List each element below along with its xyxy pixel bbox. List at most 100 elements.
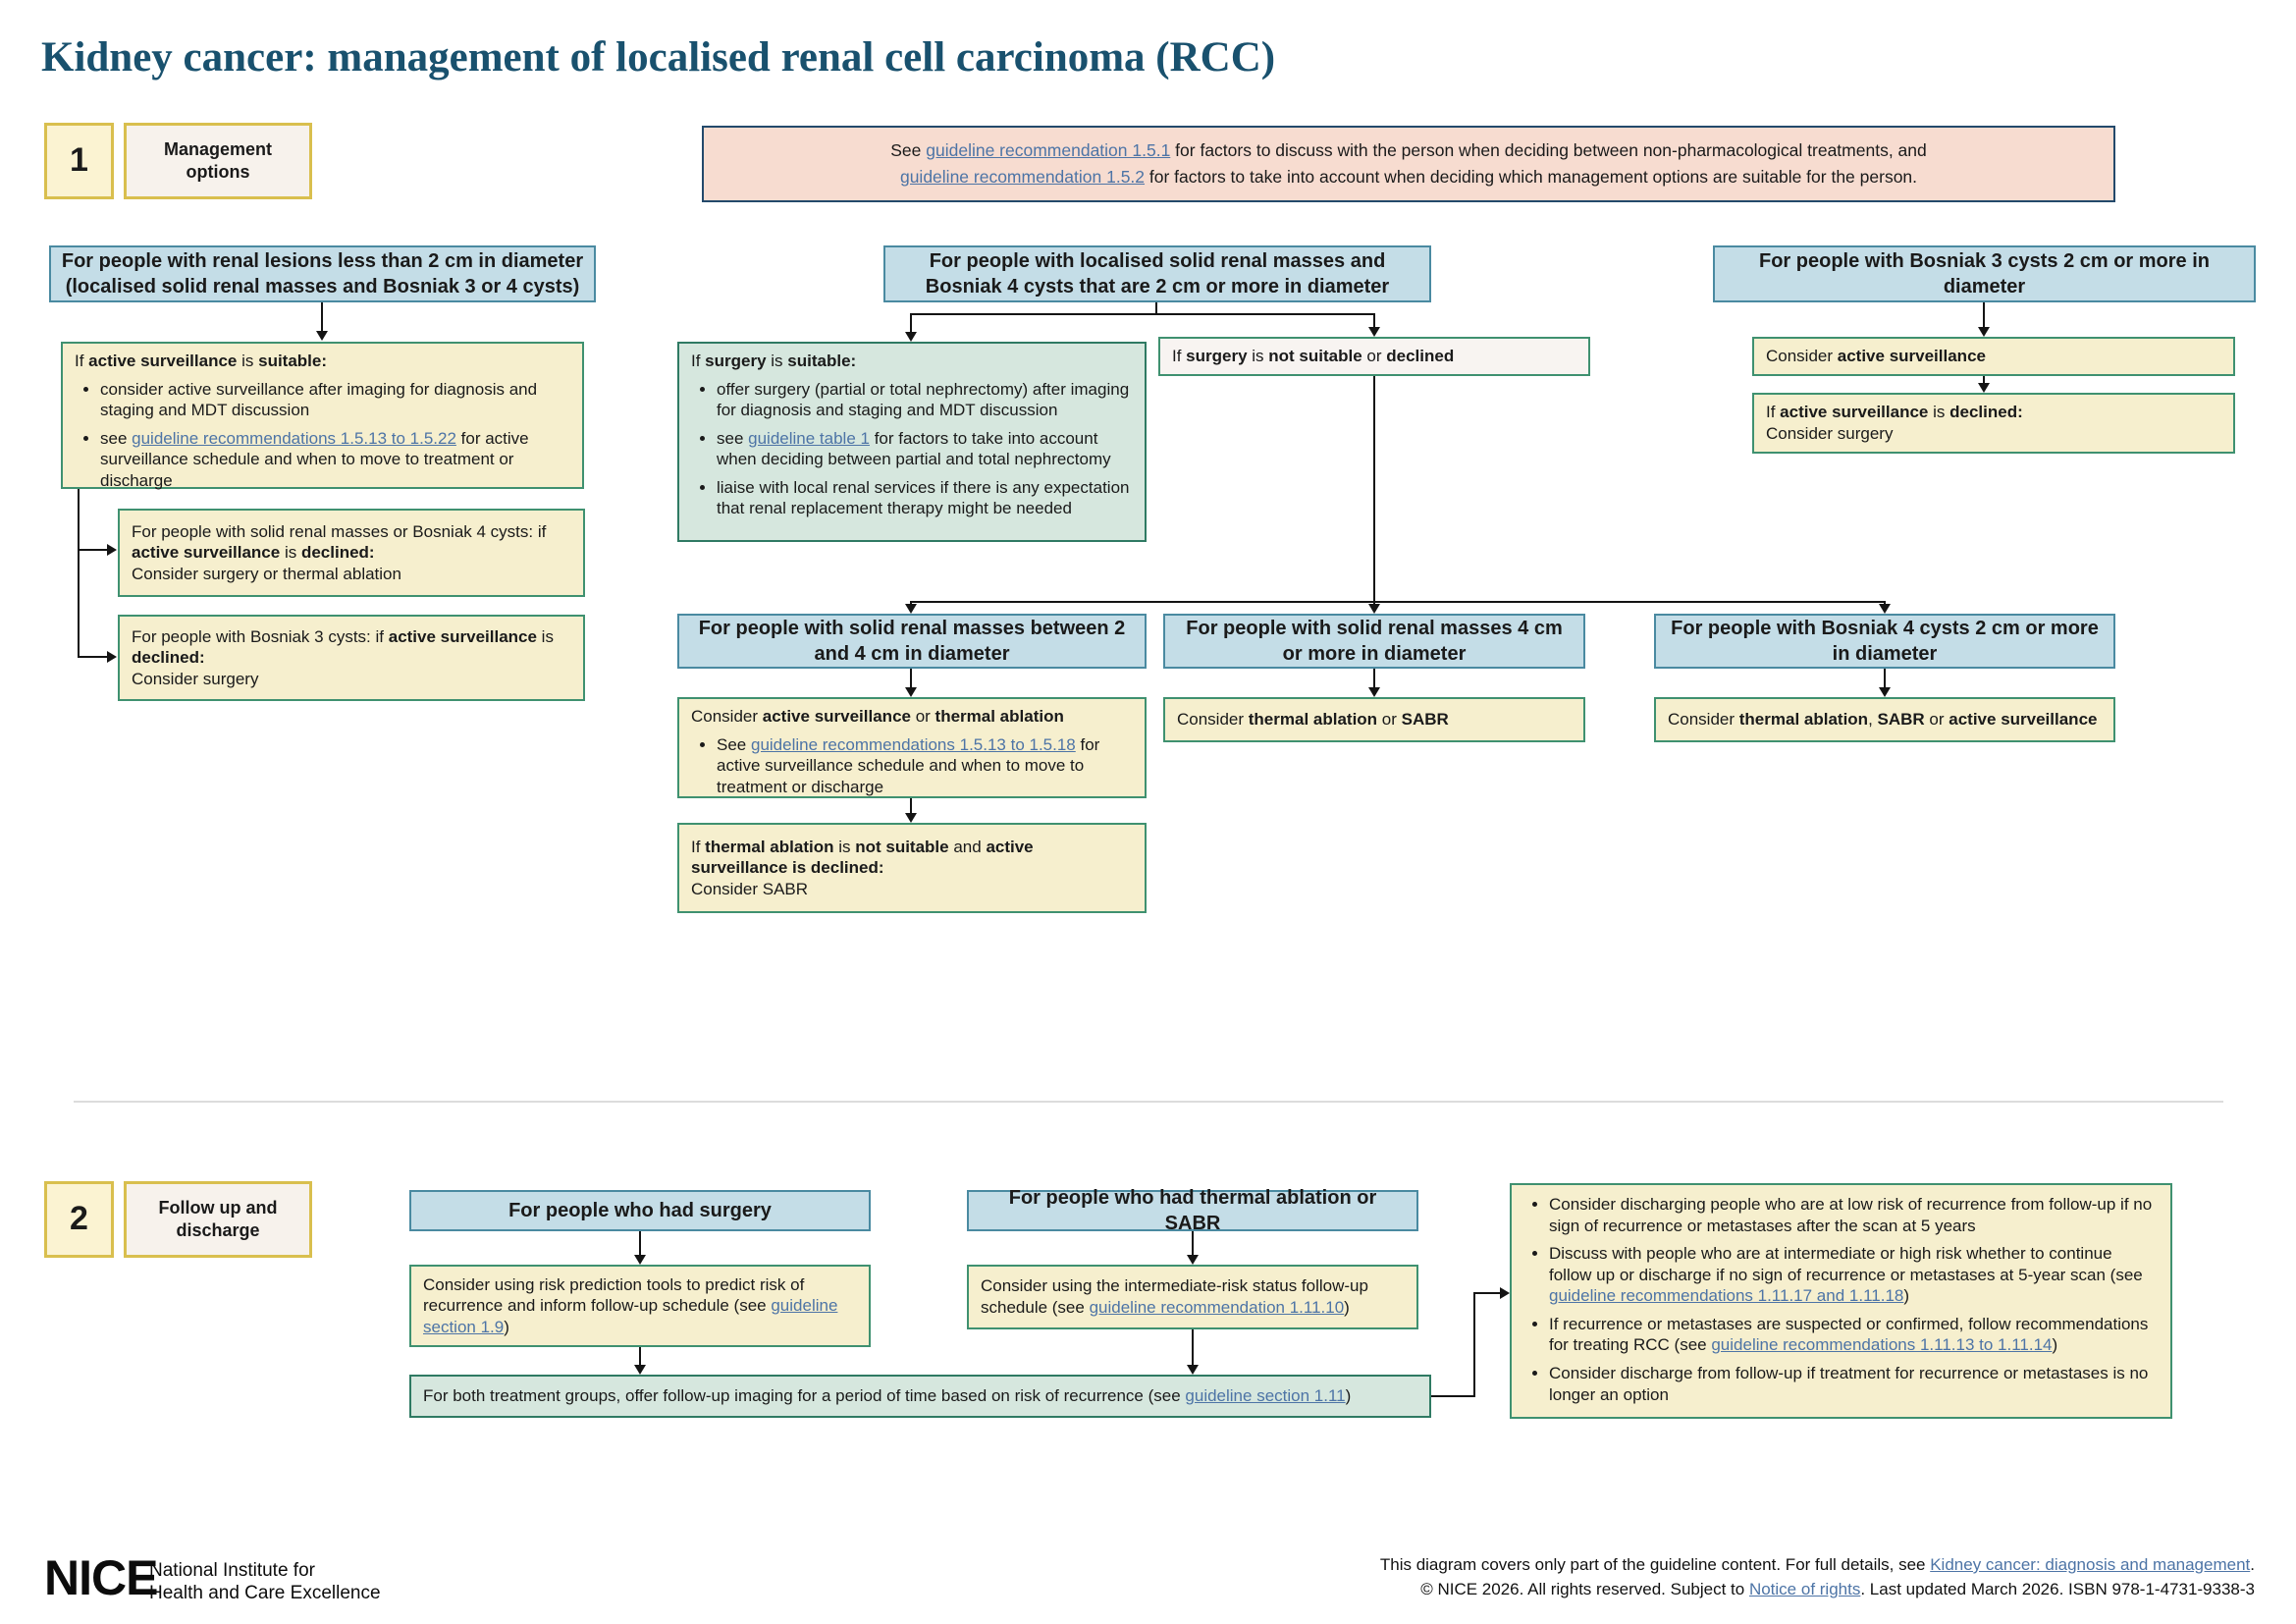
text-run: is	[766, 352, 788, 370]
text-run: not suitable	[1268, 347, 1362, 366]
flow-line	[321, 302, 323, 332]
header-had-ablation-or-sabr: For people who had thermal ablation or S…	[967, 1187, 1418, 1234]
box-title: If surgery is suitable:	[691, 351, 1133, 372]
box-body: Consider using risk prediction tools to …	[423, 1274, 857, 1338]
flow-line	[1373, 601, 1375, 605]
box-body: Consider thermal ablation or SABR	[1177, 709, 1572, 731]
box-body: Consider surgery	[1766, 424, 1894, 443]
flow-line	[1473, 1292, 1475, 1397]
bullet-item: offer surgery (partial or total nephrect…	[717, 379, 1133, 421]
box-as-declined-bosniak3: For people with Bosniak 3 cysts: if acti…	[118, 615, 585, 701]
text-run: thermal ablation	[1738, 710, 1869, 730]
guideline-link[interactable]: guideline recommendations 1.5.13 to 1.5.…	[750, 734, 1076, 754]
bullet-item: see guideline table 1 for factors to tak…	[717, 428, 1133, 470]
box-title: For people with Bosniak 3 cysts: if acti…	[132, 626, 571, 669]
arrowhead-right	[1500, 1287, 1510, 1299]
guideline-link[interactable]: Notice of rights	[1748, 1579, 1861, 1598]
text-run: .	[2250, 1555, 2255, 1574]
box-title: If thermal ablation is not suitable and …	[691, 837, 1133, 879]
section-2-label: Follow up and discharge	[124, 1181, 312, 1258]
text-run: is	[1928, 403, 1950, 422]
arrowhead-down	[1368, 687, 1380, 697]
text-run: suitable:	[258, 352, 328, 370]
flow-line	[1473, 1292, 1500, 1294]
text-run: For people with solid renal masses or Bo…	[132, 521, 547, 541]
flow-line	[1431, 1395, 1475, 1397]
flow-line	[639, 1347, 641, 1365]
flow-line	[78, 489, 80, 658]
guideline-link[interactable]: guideline recommendation 1.11.10	[1089, 1298, 1345, 1317]
flow-line	[910, 601, 912, 605]
arrowhead-down	[1187, 1255, 1199, 1265]
text-run: Consider	[1177, 710, 1249, 730]
header-solid-masses-ge2cm: For people with localised solid renal ma…	[883, 245, 1431, 302]
text-run: Discuss with people who are at intermedi…	[1549, 1244, 2143, 1284]
section-2-badge: 2	[44, 1181, 114, 1258]
flow-line	[78, 656, 107, 658]
bullet-item: Consider discharge from follow-up if tre…	[1549, 1363, 2159, 1405]
arrowhead-down	[1879, 604, 1891, 614]
footer-legal: This diagram covers only part of the gui…	[1380, 1553, 2255, 1601]
guideline-link[interactable]: guideline recommendations 1.11.13 to 1.1…	[1711, 1335, 2053, 1355]
text-run: surgery	[1186, 347, 1248, 366]
nice-tagline-line2: Health and Care Excellence	[149, 1582, 381, 1603]
flow-line	[1373, 313, 1375, 328]
text-run: active surveillance is declined:	[691, 837, 1034, 878]
guideline-link[interactable]: guideline recommendation 1.5.2	[899, 167, 1146, 187]
box-consider-active-surveillance: Consider active surveillance	[1752, 337, 2235, 376]
arrowhead-down	[905, 813, 917, 823]
box-body: Consider surgery	[132, 669, 259, 688]
text-run: liaise with local renal services if ther…	[717, 477, 1130, 518]
text-run: is	[237, 352, 259, 370]
text-run: For both treatment groups, offer follow-…	[423, 1386, 1186, 1406]
header-bosniak4-ge2cm: For people with Bosniak 4 cysts 2 cm or …	[1654, 614, 2115, 669]
text-run: )	[1345, 1386, 1352, 1406]
box-discharge-guidance: Consider discharging people who are at l…	[1510, 1183, 2172, 1419]
text-run: suitable:	[787, 352, 857, 370]
flow-line	[1884, 669, 1886, 687]
text-run: © NICE 2026. All rights reserved. Subjec…	[1420, 1579, 1749, 1598]
text-run: Consider	[1668, 710, 1739, 730]
guideline-link[interactable]: guideline recommendations 1.11.17 and 1.…	[1549, 1286, 1904, 1306]
arrowhead-down	[1187, 1365, 1199, 1375]
flow-line	[1983, 302, 1985, 327]
text-run: )	[504, 1317, 509, 1336]
guideline-link[interactable]: guideline table 1	[748, 428, 870, 448]
section-1-label: Management options	[124, 123, 312, 199]
box-consider-ablation-sabr-as: Consider thermal ablation, SABR or activ…	[1654, 697, 2115, 742]
page-title: Kidney cancer: management of localised r…	[41, 34, 1276, 81]
text-run: active surveillance	[762, 707, 911, 726]
text-run: or	[1362, 347, 1387, 366]
arrowhead-down	[905, 687, 917, 697]
bullet-list: See guideline recommendations 1.5.13 to …	[691, 734, 1133, 798]
flow-line	[1983, 376, 1985, 383]
bullet-item: Consider discharging people who are at l…	[1549, 1194, 2159, 1236]
box-intermediate-risk-schedule: Consider using the intermediate-risk sta…	[967, 1265, 1418, 1329]
guideline-link[interactable]: Kidney cancer: diagnosis and management	[1930, 1555, 2251, 1574]
box-title: Consider active surveillance or thermal …	[691, 706, 1133, 728]
text-run: active surveillance	[88, 352, 238, 370]
box-as-declined-solid-or-bosniak4: For people with solid renal masses or Bo…	[118, 509, 585, 597]
text-run: active surveillance	[1837, 347, 1986, 366]
header-bosniak3-ge2cm: For people with Bosniak 3 cysts 2 cm or …	[1713, 245, 2256, 302]
box-consider-as-or-ablation: Consider active surveillance or thermal …	[677, 697, 1147, 798]
footer-copyright: © NICE 2026. All rights reserved. Subjec…	[1380, 1578, 2255, 1602]
guideline-link[interactable]: guideline recommendations 1.5.13 to 1.5.…	[132, 428, 456, 448]
text-run: for factors to take into account when de…	[1145, 167, 1918, 187]
text-run: See	[717, 734, 751, 754]
text-run: See	[890, 139, 927, 160]
text-run: for active surveillance schedule and whe…	[100, 428, 529, 490]
guideline-link[interactable]: guideline section 1.9	[423, 1296, 838, 1336]
box-title: If active surveillance is declined:	[1766, 402, 2221, 423]
bullet-list: consider active surveillance after imagi…	[75, 379, 570, 492]
text-run: not suitable	[855, 837, 949, 856]
text-run: for active surveillance schedule and whe…	[717, 734, 1100, 796]
guideline-link[interactable]: guideline recommendation 1.5.1	[926, 139, 1171, 160]
guideline-link[interactable]: guideline section 1.11	[1185, 1386, 1346, 1406]
box-body: Consider active surveillance	[1766, 346, 2221, 367]
text-run: offer surgery (partial or total nephrect…	[717, 379, 1130, 420]
text-run: declined	[1386, 347, 1455, 366]
bullet-list: Consider discharging people who are at l…	[1523, 1194, 2159, 1405]
arrowhead-down	[634, 1365, 646, 1375]
arrowhead-down	[316, 331, 328, 341]
